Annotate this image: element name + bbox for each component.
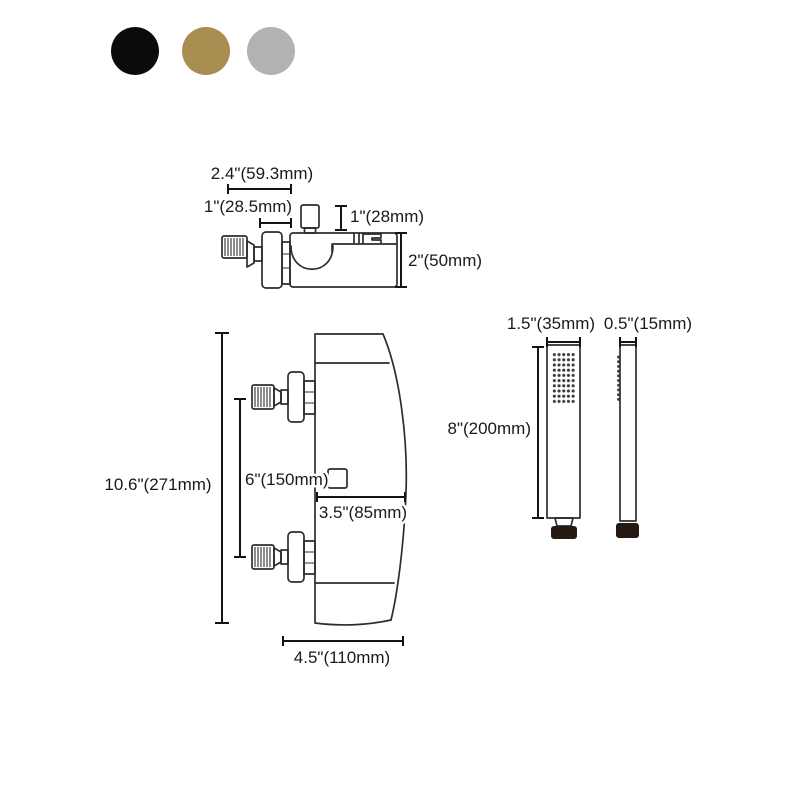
hex-nut-lines [282,253,290,269]
hex-nut-lines [304,391,315,404]
valve-front-view [251,333,408,626]
dim-label-body-width: 4.5"(110mm) [294,648,390,667]
dim-line-length [532,346,544,519]
top-view-dome [290,245,334,270]
dim-label-top-width: 2.4"(59.3mm) [211,164,313,183]
front-view-valve-body [314,333,408,626]
dim-label-inlet-spacing: 6"(150mm) [245,470,329,489]
top-view-connector-waist [253,246,263,262]
top-view-slider-bracket [353,232,382,244]
hand-shower-side-view: 0.5"(15mm) [601,312,695,538]
front-view-bottom-cone [273,547,282,567]
color-swatches [111,27,295,75]
front-view-bottom-nut [303,540,316,575]
dim-line-top-width [227,184,292,194]
color-swatch-gold[interactable] [182,27,230,75]
dim-line-inlet-offset [259,218,292,228]
hand-shower-front-neck [554,517,574,527]
valve-top-view-dimensions: 2.4"(59.3mm) 1"(28.5mm) 1"(28mm) 2"(50mm… [201,162,485,288]
thread-hatching [224,238,244,256]
front-view-top-waist [280,389,289,405]
dim-label-head-width: 1.5"(35mm) [507,314,595,333]
front-view-top-nut [303,380,316,415]
dim-label-inlet-offset: 1"(28.5mm) [204,197,292,216]
dim-label-spout-width: 3.5"(85mm) [319,503,407,522]
top-view-flange [261,231,283,289]
front-view-top-flange [287,371,305,423]
dim-line-head-depth [619,337,637,347]
dim-line-body-width [282,636,404,646]
thread-hatching [254,387,271,407]
thread-hatching [254,547,271,567]
front-view-top-cone [273,387,282,407]
valve-top-view [221,204,398,289]
front-view-bottom-flange [287,531,305,583]
hand-shower-side-cap [616,523,639,538]
front-view-bottom-waist [280,549,289,565]
valve-front-view-dimensions: 10.6"(271mm) 6"(150mm) 3.5"(85mm) 4.5"(1… [102,332,410,670]
dim-label-length: 8"(200mm) [448,419,532,438]
hand-shower-front-cap [551,526,577,539]
dim-label-knob-height: 1"(28mm) [350,207,424,226]
dim-line-body-height [395,232,407,288]
hand-shower-front-view: 1.5"(35mm) 8"(200mm) [445,312,598,539]
hand-shower-side-body [619,344,637,522]
spray-face-dots [552,352,576,404]
dim-line-inlet-spacing [234,398,246,558]
top-view-hex-nut [281,241,291,285]
dim-line-head-width [546,337,581,347]
top-view-diverter-knob [300,204,320,229]
front-view-outlet-port [327,468,348,489]
dim-label-body-height: 2"(50mm) [408,251,482,270]
top-view-connector-cone [246,240,255,268]
dim-label-total-height: 10.6"(271mm) [104,475,211,494]
color-swatch-black[interactable] [111,27,159,75]
dim-label-head-depth: 0.5"(15mm) [604,314,692,333]
top-view-valve-body [289,232,398,288]
color-swatch-chrome[interactable] [247,27,295,75]
hex-nut-lines [304,551,315,564]
dim-line-knob-height [335,205,347,231]
top-view-body-step [331,243,397,252]
dim-line-total-height [215,332,229,624]
front-view-cap-lines [314,362,395,584]
dim-line-spout-width [316,492,406,502]
